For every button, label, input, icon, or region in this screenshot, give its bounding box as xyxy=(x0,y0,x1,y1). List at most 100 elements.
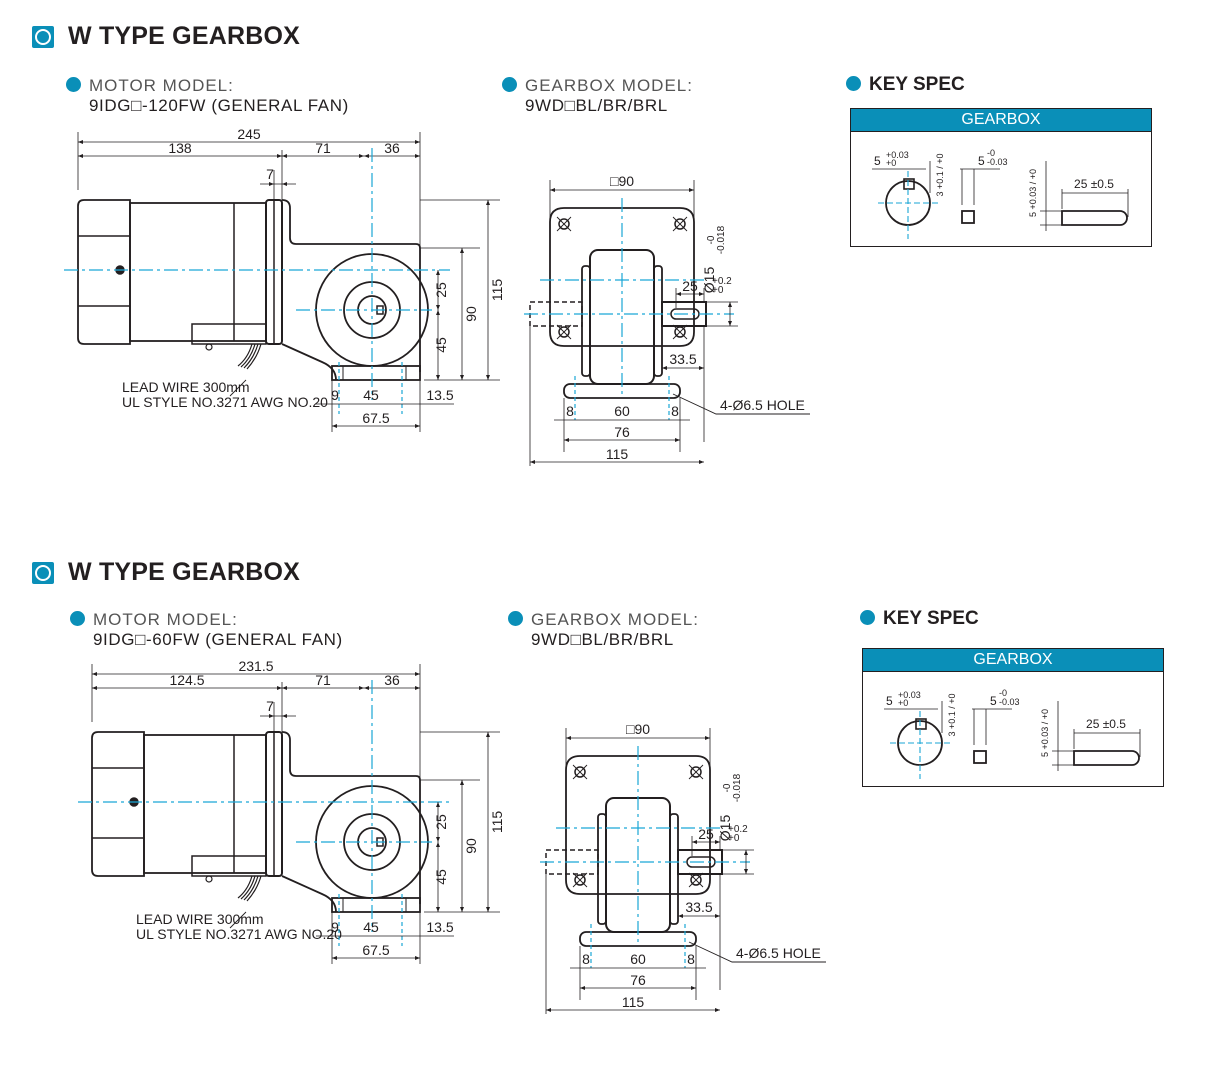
arrowhead xyxy=(269,714,274,718)
arrowhead xyxy=(691,986,696,990)
foot-pitch-text: 45 xyxy=(363,387,379,403)
hole-note-text: 4-Ø6.5 HOLE xyxy=(736,945,821,961)
shaft-height-dim-text: 45 xyxy=(433,869,449,885)
bullet-icon xyxy=(70,611,85,626)
arrowhead xyxy=(486,200,490,205)
arrowhead xyxy=(744,850,748,855)
key-section xyxy=(973,750,987,764)
keyway xyxy=(915,718,927,730)
arrowhead xyxy=(364,686,369,690)
lead-wire xyxy=(240,875,256,900)
key-spec-header: GEARBOX xyxy=(851,109,1151,132)
shaft-key-dim-text: 25 xyxy=(682,278,698,294)
arrowhead xyxy=(699,292,704,296)
lead-wire xyxy=(240,343,256,368)
housing-side xyxy=(581,265,591,377)
overall-width-dim-text: 115 xyxy=(606,446,629,462)
bullet-icon xyxy=(66,77,81,92)
foot-left-text: 9 xyxy=(331,919,339,935)
arrowhead xyxy=(546,1008,551,1012)
circle-square-icon xyxy=(32,25,54,48)
bolt-cross xyxy=(672,324,688,340)
flange-plate xyxy=(549,207,695,347)
flange-plate xyxy=(565,755,711,895)
arrowhead xyxy=(436,375,440,380)
foot-width-dim-text: 67.5 xyxy=(362,410,389,426)
key-length-text: 25 ±0.5 xyxy=(1086,717,1126,731)
arrowhead xyxy=(715,840,720,844)
hole-note-text: 4-Ø6.5 HOLE xyxy=(720,397,805,413)
arrowhead xyxy=(550,188,555,192)
housing-side xyxy=(597,813,607,925)
arrowhead xyxy=(676,292,681,296)
flange-dim-text: 7 xyxy=(266,698,274,714)
section-title-text: W TYPE GEARBOX xyxy=(68,22,300,50)
arrowhead xyxy=(564,438,569,442)
lead-wire xyxy=(243,343,259,369)
arrowhead xyxy=(415,140,420,144)
arrowhead xyxy=(675,438,680,442)
shaft-key-right xyxy=(670,308,700,320)
key-shape xyxy=(1073,750,1140,766)
arrowhead xyxy=(580,986,585,990)
lead-wire xyxy=(237,875,253,899)
arrowhead xyxy=(332,424,337,428)
key-length-text: 25 ±0.5 xyxy=(1074,177,1114,191)
keyway-width-text: 5 xyxy=(886,694,893,708)
shaft-key-dim-text: 25 xyxy=(698,826,714,842)
lead-wire xyxy=(246,875,262,902)
shaft-dia-text: Ø15 xyxy=(701,267,717,294)
arrowhead xyxy=(705,736,710,740)
keyway-width-tol-upper: +0.03 xyxy=(898,690,921,700)
section-title: W TYPE GEARBOX xyxy=(32,22,300,51)
arrowhead xyxy=(715,914,720,918)
key-section xyxy=(961,210,975,224)
arrowhead xyxy=(92,686,97,690)
bullet-icon xyxy=(502,77,517,92)
flange-square-dim-text: □90 xyxy=(610,173,634,189)
foot-width-dim-text: 76 xyxy=(630,972,646,988)
arrowhead xyxy=(436,310,440,315)
arrowhead xyxy=(678,914,683,918)
key-width-tol-upper: -0 xyxy=(999,688,1007,698)
bolt-cross xyxy=(672,216,688,232)
keyway xyxy=(903,178,915,190)
arrowhead xyxy=(699,460,704,464)
arrowhead xyxy=(359,154,364,158)
housing-side xyxy=(669,813,679,925)
circle-square-icon xyxy=(32,561,54,584)
foot-edge-left-text: 8 xyxy=(566,403,574,419)
gearbox-model-value: 9WD□BL/BR/BRL xyxy=(525,96,668,115)
arrowhead xyxy=(460,375,464,380)
arrowhead xyxy=(486,907,490,912)
shaft-key-right xyxy=(686,856,716,868)
foot-edge-left-text: 8 xyxy=(582,951,590,967)
arrowhead xyxy=(282,714,287,718)
key-shape xyxy=(1061,210,1128,226)
hole-leader xyxy=(688,941,826,963)
arrowhead xyxy=(415,672,420,676)
gearbox-housing-lower xyxy=(281,343,337,381)
arrowhead xyxy=(744,869,748,874)
housing-side xyxy=(653,265,663,377)
shaft-offset-dim-text: 25 xyxy=(433,814,449,830)
total-length-dim-text: 245 xyxy=(237,126,261,142)
motor-model-label: MOTOR MODEL: 9IDG□-60FW (GENERAL FAN) xyxy=(70,610,343,650)
arrowhead xyxy=(530,460,535,464)
gear-length-dim-text: 71 xyxy=(315,672,331,688)
motor-model-value: 9IDG□-60FW (GENERAL FAN) xyxy=(93,630,343,649)
bolt-cross xyxy=(688,764,704,780)
motor-model-value: 9IDG□-120FW (GENERAL FAN) xyxy=(89,96,349,115)
arrowhead xyxy=(460,248,464,253)
gearbox-model-heading: GEARBOX MODEL: xyxy=(531,610,699,629)
arrowhead xyxy=(332,956,337,960)
